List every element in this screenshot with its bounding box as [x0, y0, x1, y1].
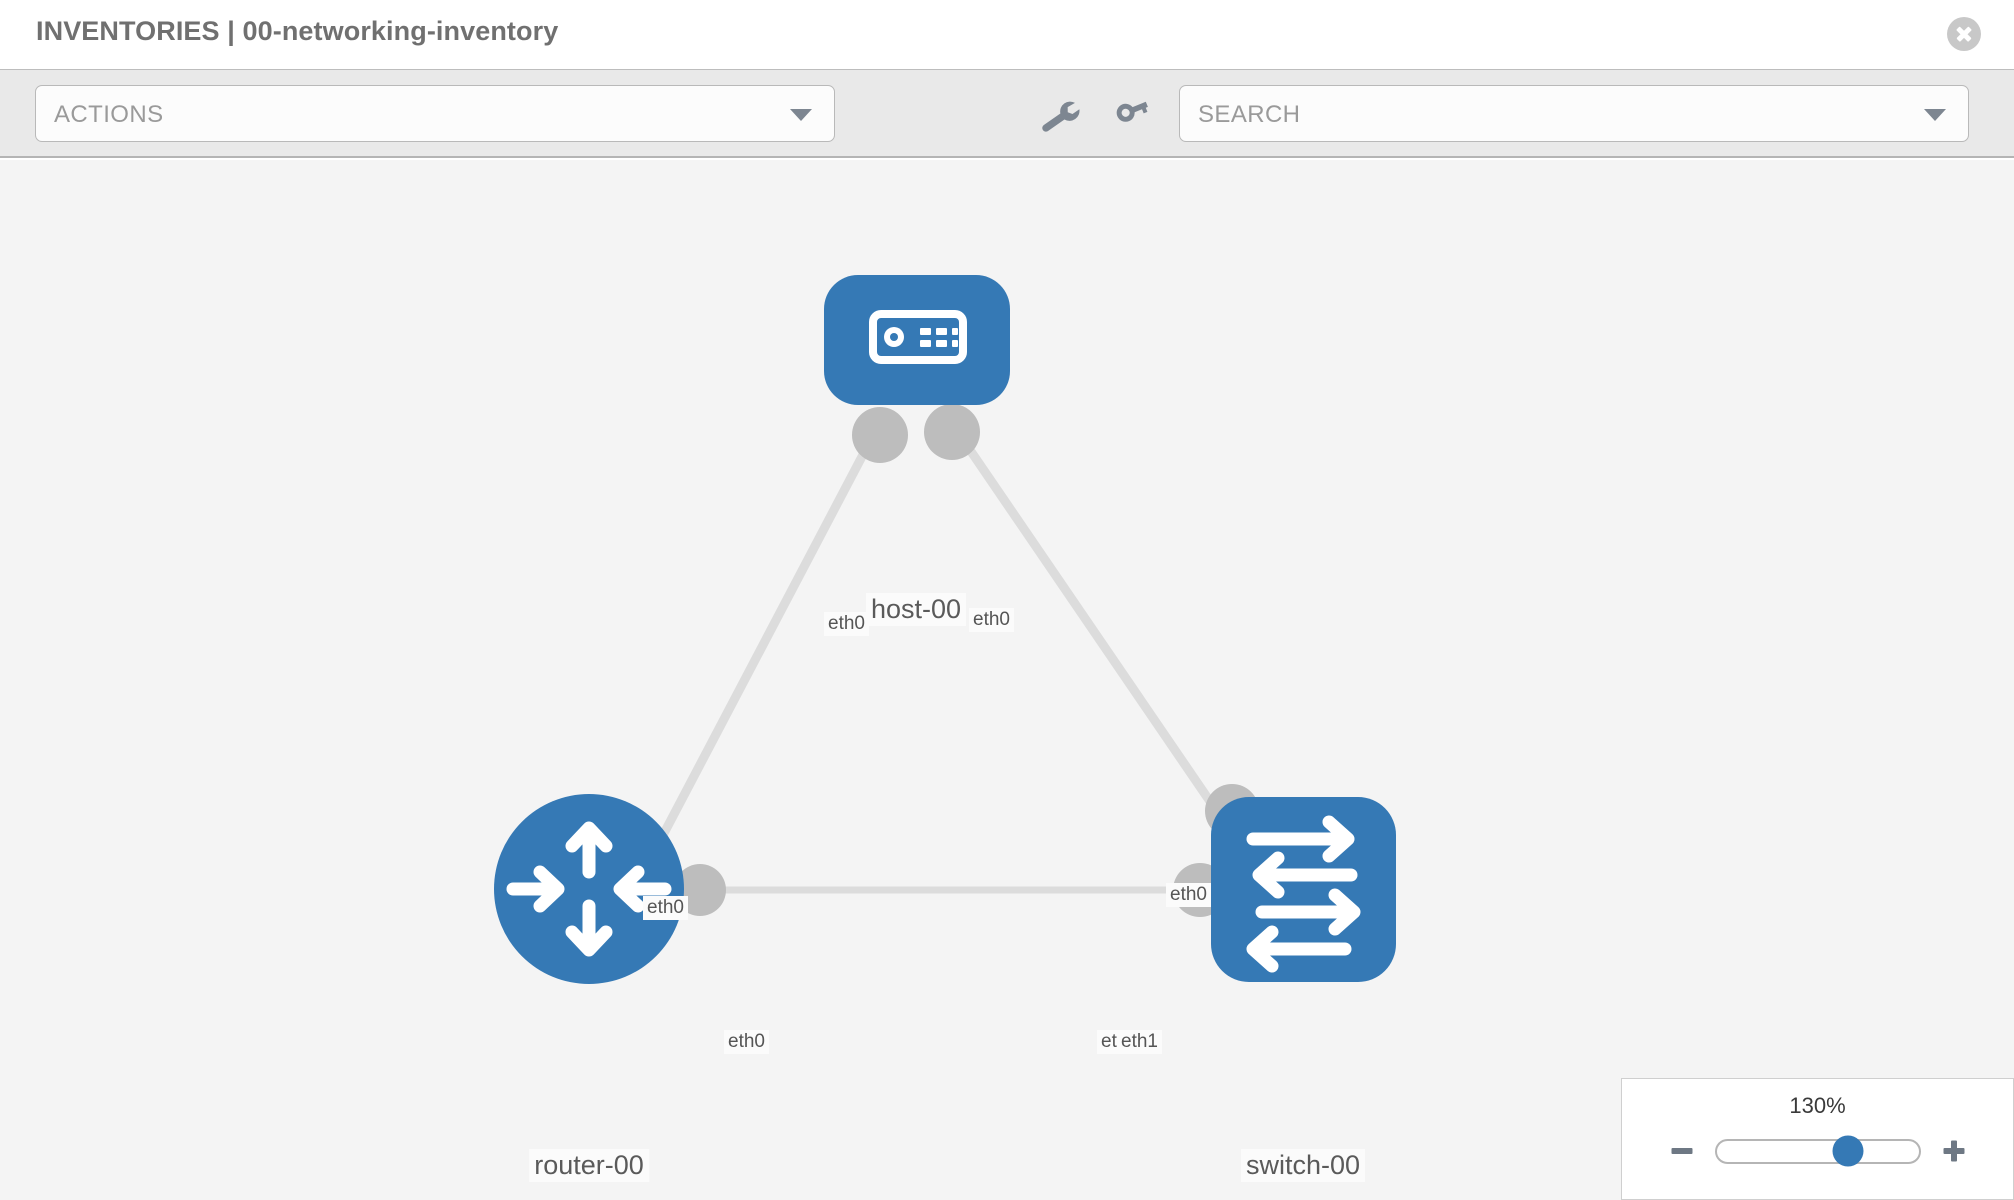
zoom-level-value: 130% — [1789, 1093, 1846, 1118]
node-router-00 — [494, 794, 684, 984]
search-input[interactable]: SEARCH — [1179, 85, 1969, 142]
topology-canvas[interactable]: host-00 router-00 switch-00 eth0 eth0 et… — [0, 160, 2014, 1200]
port-label-host-left: eth0 — [824, 612, 869, 636]
page-header: INVENTORIES | 00-networking-inventory — [0, 0, 2014, 69]
node-switch-00-hit[interactable] — [1211, 797, 1396, 982]
zoom-control-row — [1622, 1131, 2013, 1171]
node-label-switch-00: switch-00 — [1240, 1149, 1366, 1182]
actions-dropdown-label: ACTIONS — [54, 101, 164, 128]
key-icon[interactable] — [1111, 92, 1157, 138]
port-nub-host-right — [924, 404, 980, 460]
wrench-icon[interactable] — [1037, 92, 1083, 138]
chevron-down-icon — [1924, 109, 1946, 121]
zoom-out-button[interactable] — [1667, 1136, 1697, 1166]
node-router-00-hit[interactable] — [494, 794, 684, 984]
toolbar-icon-group — [1037, 86, 1157, 143]
toolbar: ACTIONS SEARCH — [0, 69, 2014, 158]
port-nub-host-left — [852, 407, 908, 463]
zoom-control-panel: 130% — [1621, 1078, 2014, 1200]
server-icon — [869, 310, 967, 364]
topology-graph — [494, 275, 1396, 984]
chevron-down-icon — [790, 109, 812, 121]
actions-dropdown[interactable]: ACTIONS — [35, 85, 835, 142]
node-label-host-00: host-00 — [865, 593, 967, 626]
switch-arrows-icon — [1246, 815, 1361, 973]
zoom-slider-track[interactable] — [1714, 1135, 1921, 1167]
node-host-00-hit[interactable] — [824, 275, 1010, 405]
node-switch-00 — [1211, 797, 1396, 982]
router-arrows-icon — [506, 821, 672, 957]
zoom-in-button[interactable] — [1939, 1136, 1969, 1166]
zoom-slider-thumb[interactable] — [1832, 1135, 1864, 1167]
search-input-placeholder: SEARCH — [1198, 101, 1301, 128]
page-title: INVENTORIES | 00-networking-inventory — [36, 16, 559, 46]
close-icon[interactable] — [1947, 17, 1981, 51]
port-label-host-right: eth0 — [969, 608, 1014, 632]
port-label-router-uplink: eth0 — [643, 896, 688, 920]
link-layer — [637, 425, 1254, 894]
port-label-router-eth0: eth0 — [724, 1030, 769, 1054]
link-host-switch — [951, 425, 1254, 863]
port-label-switch-uplink: eth0 — [1166, 883, 1211, 907]
node-label-router-00: router-00 — [529, 1149, 649, 1182]
port-label-switch-eth1: eth1 — [1117, 1030, 1162, 1054]
port-layer — [674, 404, 1259, 917]
node-host-00 — [824, 275, 1010, 405]
link-host-router — [637, 425, 881, 880]
